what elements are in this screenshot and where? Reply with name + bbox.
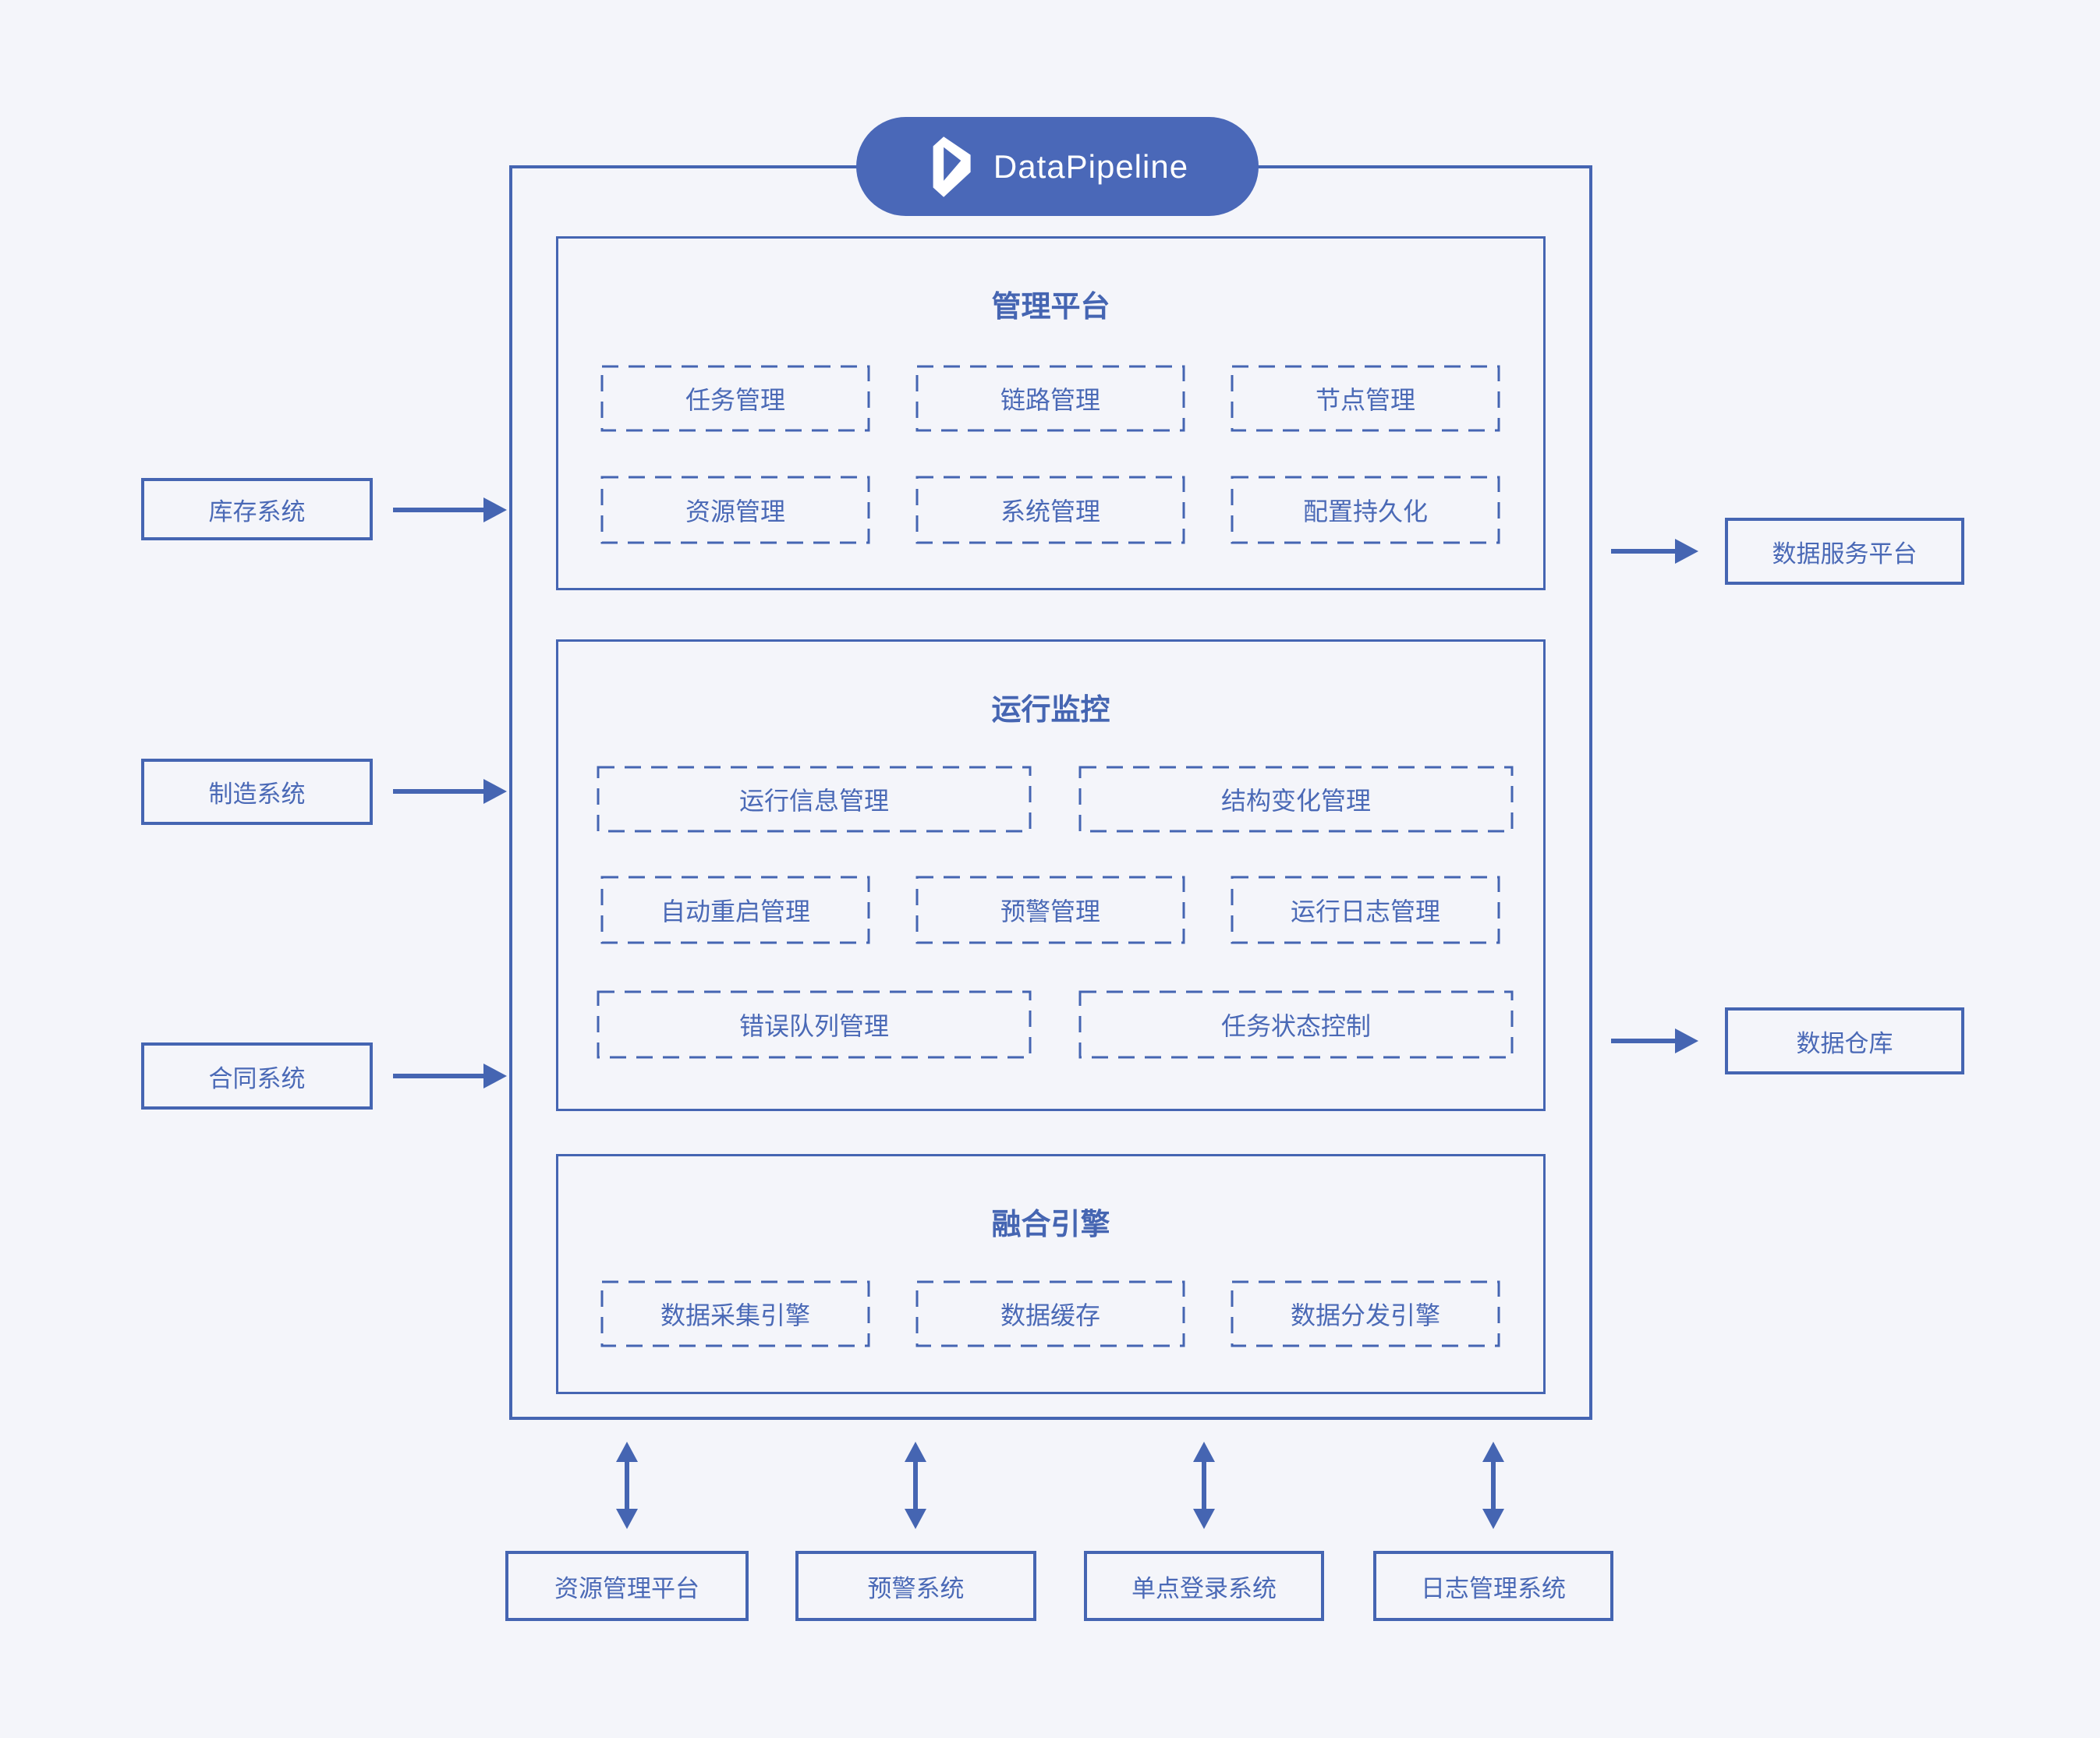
- brand-badge: DataPipeline: [856, 117, 1259, 216]
- arrow-head: [905, 1509, 926, 1529]
- dashed-border: [597, 990, 1032, 1059]
- arrow-head: [1193, 1442, 1215, 1462]
- module-label: 错误队列管理: [738, 1012, 889, 1040]
- arrow-shaft: [393, 1074, 488, 1078]
- system-label: 库存系统: [208, 497, 306, 526]
- module-box: 运行日志管理: [1231, 876, 1500, 944]
- module-label: 系统管理: [1000, 497, 1100, 526]
- module-box: 运行信息管理: [597, 766, 1032, 833]
- module-label: 链路管理: [1000, 386, 1100, 414]
- dashed-border: [597, 766, 1032, 833]
- dashed-border: [600, 876, 870, 944]
- arrow-head: [1482, 1509, 1504, 1529]
- arrow-head: [1193, 1509, 1215, 1529]
- module-box: 链路管理: [915, 365, 1185, 432]
- module-label: 节点管理: [1315, 386, 1415, 414]
- arrow-head: [616, 1509, 638, 1529]
- module-label: 运行信息管理: [738, 787, 889, 815]
- module-box: 资源管理: [600, 476, 870, 544]
- section-operation-monitoring: 运行监控: [556, 639, 1546, 1111]
- system-label: 日志管理系统: [1421, 1574, 1566, 1602]
- arrow-head: [1482, 1442, 1504, 1462]
- dashed-border: [600, 476, 870, 544]
- module-label: 数据缓存: [1000, 1301, 1100, 1329]
- arrow-head: [905, 1442, 926, 1462]
- arrow-shaft: [393, 789, 488, 794]
- arrow-head: [1675, 539, 1698, 564]
- section-title: 运行监控: [991, 694, 1110, 727]
- system-label: 预警系统: [867, 1574, 965, 1602]
- dashed-border: [915, 1280, 1185, 1347]
- source-system-box: 制造系统: [141, 759, 373, 825]
- module-box: 任务管理: [600, 365, 870, 432]
- dashed-border: [1078, 990, 1514, 1059]
- arrow-shaft: [393, 508, 488, 512]
- section-fusion-engine: 融合引擎: [556, 1154, 1546, 1394]
- dashed-border: [1231, 365, 1500, 432]
- datapipeline-logo-icon: [933, 136, 971, 197]
- arrow-head: [483, 779, 507, 804]
- system-label: 资源管理平台: [554, 1574, 699, 1602]
- dashed-border: [915, 476, 1185, 544]
- module-box: 数据采集引擎: [600, 1280, 870, 1347]
- module-box: 预警管理: [915, 876, 1185, 944]
- module-box: 结构变化管理: [1078, 766, 1514, 833]
- dashed-border: [600, 365, 870, 432]
- module-label: 数据分发引擎: [1290, 1301, 1440, 1329]
- system-label: 数据仓库: [1796, 1029, 1893, 1057]
- module-box: 任务状态控制: [1078, 990, 1514, 1059]
- arrow-head: [1675, 1028, 1698, 1053]
- dashed-border: [600, 1280, 870, 1347]
- module-label: 运行日志管理: [1290, 897, 1440, 926]
- section-management-platform: 管理平台: [556, 236, 1546, 590]
- support-system-box: 预警系统: [795, 1551, 1036, 1621]
- module-label: 任务管理: [685, 386, 785, 414]
- section-title: 融合引擎: [991, 1209, 1110, 1241]
- brand-name: DataPipeline: [993, 147, 1189, 185]
- module-box: 自动重启管理: [600, 876, 870, 944]
- arrow-head: [483, 497, 507, 522]
- dashed-border: [1231, 876, 1500, 944]
- arrow-shaft: [1611, 1039, 1680, 1043]
- system-label: 单点登录系统: [1131, 1574, 1277, 1602]
- dashed-border: [915, 876, 1185, 944]
- arrow-shaft: [1491, 1459, 1496, 1512]
- arrow-shaft: [625, 1459, 629, 1512]
- source-system-box: 库存系统: [141, 478, 373, 540]
- target-system-box: 数据服务平台: [1725, 518, 1964, 585]
- module-box: 错误队列管理: [597, 990, 1032, 1059]
- section-title: 管理平台: [991, 291, 1110, 324]
- module-box: 数据分发引擎: [1231, 1280, 1500, 1347]
- support-system-box: 资源管理平台: [505, 1551, 749, 1621]
- module-label: 预警管理: [1000, 897, 1100, 926]
- arrow-head: [616, 1442, 638, 1462]
- arrow-shaft: [1611, 549, 1680, 554]
- system-label: 数据服务平台: [1772, 540, 1918, 568]
- module-box: 系统管理: [915, 476, 1185, 544]
- dashed-border: [1231, 1280, 1500, 1347]
- module-label: 结构变化管理: [1220, 787, 1371, 815]
- dashed-border: [915, 365, 1185, 432]
- module-box: 数据缓存: [915, 1280, 1185, 1347]
- system-label: 制造系统: [208, 781, 306, 808]
- module-label: 自动重启管理: [660, 897, 810, 926]
- module-label: 资源管理: [685, 497, 785, 526]
- module-label: 数据采集引擎: [660, 1301, 810, 1329]
- arrow-head: [483, 1064, 507, 1088]
- source-system-box: 合同系统: [141, 1042, 373, 1110]
- module-label: 任务状态控制: [1220, 1012, 1371, 1040]
- system-label: 合同系统: [208, 1064, 306, 1092]
- arrow-shaft: [1202, 1459, 1206, 1512]
- arrow-shaft: [913, 1459, 918, 1512]
- dashed-border: [1078, 766, 1514, 833]
- module-box: 配置持久化: [1231, 476, 1500, 544]
- dashed-border: [1231, 476, 1500, 544]
- module-label: 配置持久化: [1302, 497, 1428, 526]
- support-system-box: 日志管理系统: [1373, 1551, 1613, 1621]
- target-system-box: 数据仓库: [1725, 1007, 1964, 1074]
- module-box: 节点管理: [1231, 365, 1500, 432]
- support-system-box: 单点登录系统: [1084, 1551, 1324, 1621]
